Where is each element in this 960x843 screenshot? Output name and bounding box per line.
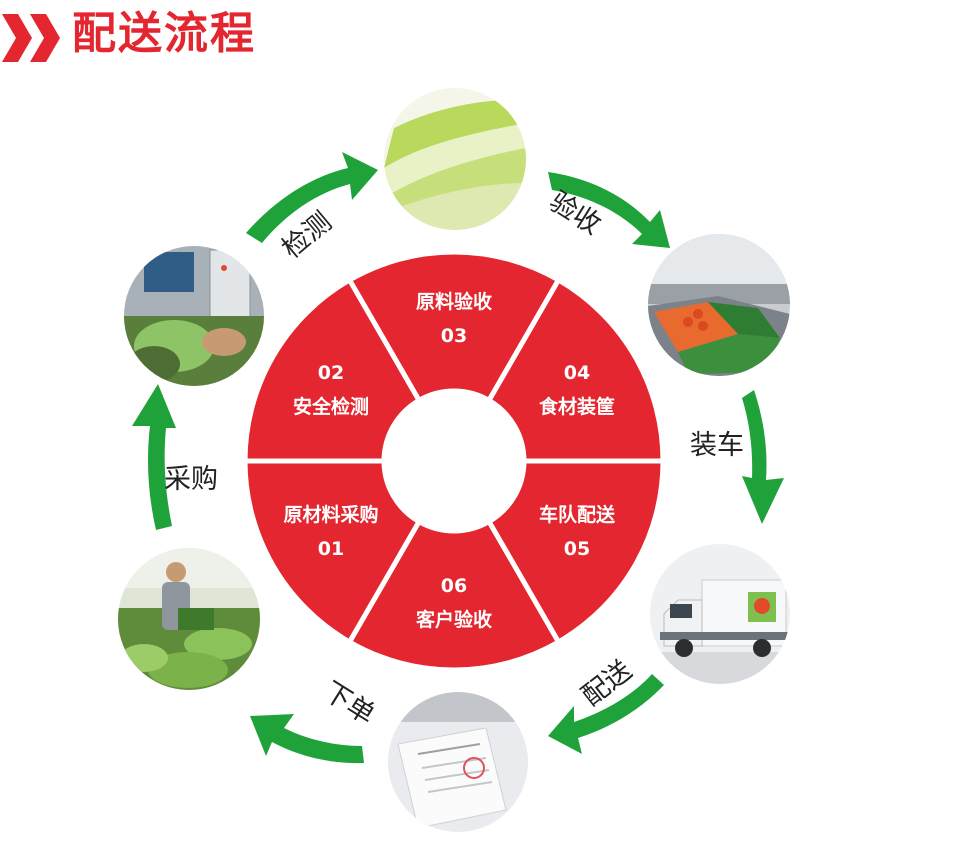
process-wheel — [242, 249, 666, 673]
wheel-segment-04 — [485, 276, 666, 464]
wheel-segment-01 — [242, 458, 423, 646]
wheel-step-label: 安全检测 — [293, 396, 370, 418]
wheel-label-06: 06 客户验收 — [384, 569, 524, 637]
wheel-label-03: 原料验收 03 — [384, 285, 524, 353]
wheel-label-01: 原材料采购 01 — [261, 498, 401, 566]
wheel-label-05: 车队配送 05 — [507, 498, 647, 566]
wheel-step-label: 原料验收 — [415, 291, 492, 313]
farmer-image — [118, 548, 260, 690]
wheel-step-number: 02 — [317, 362, 345, 384]
arrow-purchase — [132, 384, 176, 530]
cabbage-image — [384, 88, 526, 230]
arrow-inspect — [246, 152, 378, 243]
arrow-order — [250, 714, 364, 764]
wheel-step-label: 车队配送 — [538, 504, 615, 526]
arrow-load — [742, 390, 784, 524]
wheel-step-number: 05 — [563, 538, 591, 560]
photo-truck — [650, 544, 790, 684]
photo-order-document — [388, 692, 528, 832]
photo-safety-test — [124, 246, 264, 386]
page-title: 配送流程 — [72, 8, 256, 59]
wheel-step-number: 04 — [563, 362, 591, 384]
vegetable-crates-image — [648, 234, 790, 376]
wheel-step-label: 客户验收 — [415, 609, 492, 631]
arrow-deliver — [548, 674, 664, 754]
wheel-segment-02 — [242, 276, 423, 464]
double-chevron-icon — [2, 14, 60, 62]
wheel-segment-03 — [346, 249, 562, 404]
order-document-image — [388, 692, 528, 832]
safety-test-image — [124, 246, 264, 386]
photo-cabbage — [384, 88, 526, 230]
wheel-step-label: 食材装筐 — [538, 396, 615, 418]
wheel-label-04: 04 食材装筐 — [507, 356, 647, 424]
truck-image — [650, 544, 790, 684]
flow-arrows — [132, 152, 784, 764]
photo-farmer — [118, 548, 260, 690]
arrow-label-purchase: 采购 — [164, 464, 218, 495]
arrow-accept — [548, 172, 670, 248]
arrow-label-load: 装车 — [690, 430, 744, 461]
section-header: 配送流程 — [0, 0, 400, 70]
wheel-step-number: 01 — [317, 538, 345, 560]
photo-vegetable-crates — [648, 234, 790, 376]
wheel-step-number: 06 — [440, 575, 468, 597]
wheel-step-number: 03 — [440, 325, 468, 347]
wheel-label-02: 02 安全检测 — [261, 356, 401, 424]
wheel-segment-06 — [346, 518, 562, 673]
wheel-step-label: 原材料采购 — [283, 504, 379, 526]
